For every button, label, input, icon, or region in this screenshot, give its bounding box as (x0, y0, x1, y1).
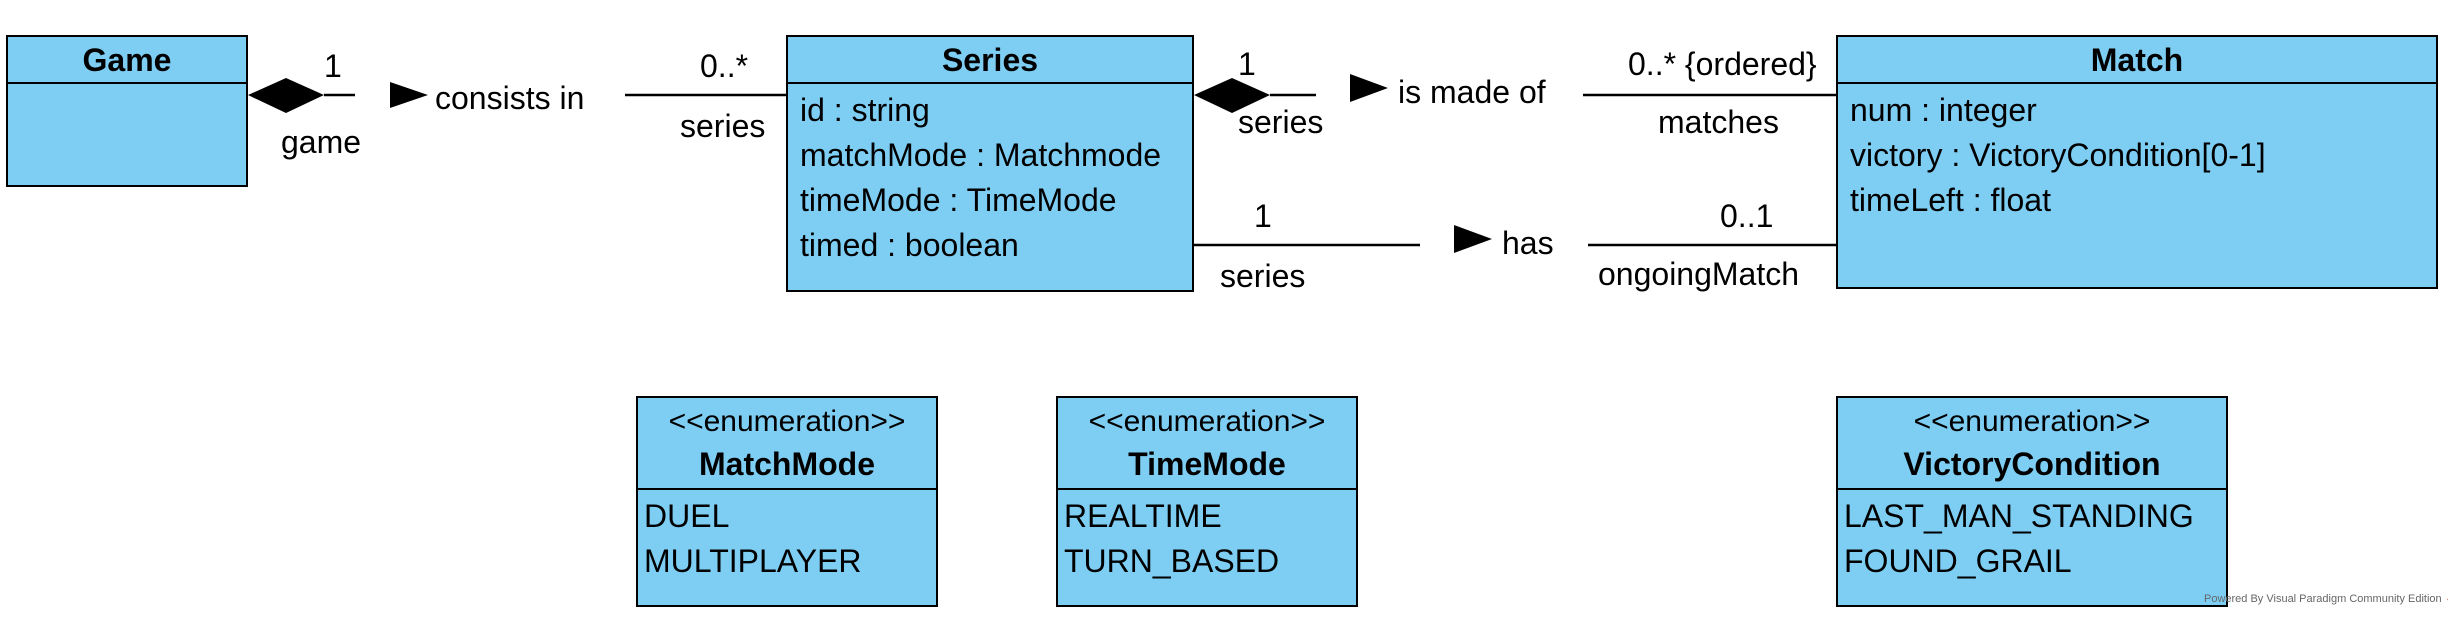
attribute: matchMode : Matchmode (800, 137, 1162, 173)
class-name: MatchMode (699, 446, 875, 482)
enum-matchmode[interactable]: <<enumeration>> MatchMode DUEL MULTIPLAY… (636, 396, 938, 607)
enum-literal: TURN_BASED (1064, 543, 1280, 579)
multiplicity-label: 1 (1254, 198, 1272, 234)
enum-literal: LAST_MAN_STANDING (1844, 498, 2194, 534)
attribute: num : integer (1850, 92, 2037, 128)
direction-arrow-is-made-of (1350, 74, 1388, 102)
class-game[interactable]: Game (6, 35, 248, 187)
role-label: series (1238, 104, 1324, 140)
multiplicity-label: 0..* {ordered} (1628, 46, 1817, 82)
role-label: ongoingMatch (1598, 256, 1800, 292)
composition-diamond-series (1194, 78, 1270, 113)
direction-arrow-has (1454, 225, 1492, 253)
role-label: series (680, 108, 766, 144)
direction-arrow-consists-in (390, 82, 428, 108)
association-name: consists in (435, 80, 585, 116)
literal-list: REALTIME TURN_BASED (1058, 490, 1356, 584)
class-name: VictoryCondition (1903, 446, 2161, 482)
attribute: victory : VictoryCondition[0-1] (1850, 137, 2266, 173)
role-label: matches (1658, 104, 1779, 140)
attribute-list: id : string matchMode : Matchmode timeMo… (788, 84, 1192, 268)
class-name: Game (82, 42, 172, 78)
association-name: is made of (1398, 74, 1546, 110)
enum-literal: MULTIPLAYER (644, 543, 862, 579)
watermark: Powered By Visual Paradigm Community Edi… (2204, 592, 2448, 606)
enum-timemode[interactable]: <<enumeration>> TimeMode REALTIME TURN_B… (1056, 396, 1358, 607)
role-label: game (281, 124, 362, 160)
class-name: Match (2090, 42, 2184, 78)
role-label: series (1220, 258, 1306, 294)
association-name: has (1502, 225, 1554, 261)
stereotype-label: <<enumeration>> (1913, 405, 2151, 438)
literal-list: LAST_MAN_STANDING FOUND_GRAIL (1838, 490, 2226, 584)
enum-literal: DUEL (644, 498, 730, 534)
literal-list: DUEL MULTIPLAYER (638, 490, 936, 584)
composition-diamond-game (248, 78, 324, 113)
attribute: timeLeft : float (1850, 182, 2051, 218)
enum-literal: REALTIME (1064, 498, 1222, 534)
class-name: Series (941, 42, 1039, 78)
multiplicity-label: 0..* (700, 48, 749, 84)
multiplicity-label: 0..1 (1720, 198, 1774, 234)
stereotype-label: <<enumeration>> (1088, 405, 1326, 438)
enum-victorycondition[interactable]: <<enumeration>> VictoryCondition LAST_MA… (1836, 396, 2228, 607)
attribute: timed : boolean (800, 227, 1019, 263)
enum-literal: FOUND_GRAIL (1844, 543, 2072, 579)
attribute: id : string (800, 92, 930, 128)
watermark-text: Powered By Visual Paradigm Community Edi… (2204, 593, 2442, 605)
class-series[interactable]: Series id : string matchMode : Matchmode… (786, 35, 1194, 292)
multiplicity-label: 1 (324, 48, 342, 84)
multiplicity-label: 1 (1238, 46, 1256, 82)
class-name: TimeMode (1128, 446, 1286, 482)
attribute-list: num : integer victory : VictoryCondition… (1838, 84, 2436, 223)
attribute: timeMode : TimeMode (800, 182, 1117, 218)
class-match[interactable]: Match num : integer victory : VictoryCon… (1836, 35, 2438, 289)
stereotype-label: <<enumeration>> (668, 405, 906, 438)
